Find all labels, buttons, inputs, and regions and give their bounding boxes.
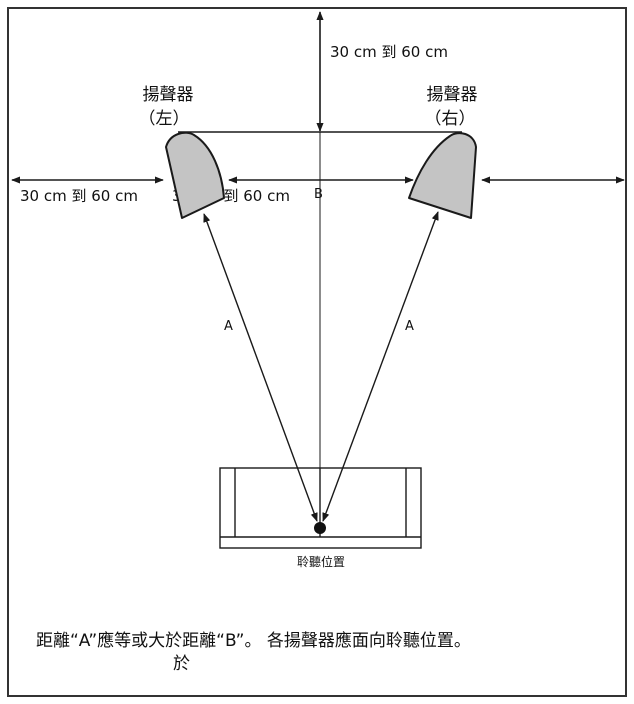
label-a-left: A xyxy=(224,319,233,334)
speaker-left-icon xyxy=(165,131,225,219)
sofa-icon xyxy=(219,467,422,549)
listener-dot-icon xyxy=(314,522,326,534)
speaker-right-name: 揚聲器 xyxy=(427,85,478,105)
speaker-right-icon xyxy=(408,132,477,219)
label-a-right: A xyxy=(405,319,414,334)
distance-a-right-arrow xyxy=(322,211,439,522)
speaker-right-side: （右） xyxy=(425,109,476,129)
listening-position-label: 聆聽位置 xyxy=(297,554,345,569)
room-frame xyxy=(7,7,627,697)
note-line-2: 於 xyxy=(173,654,190,674)
top-distance-label: 30 cm 到 60 cm xyxy=(330,43,448,61)
left-distance-label: 30 cm 到 60 cm xyxy=(20,187,138,205)
speaker-left-name: 揚聲器 xyxy=(143,85,194,105)
note-line-1: 距離“A”應等或大於距離“B”。 各揚聲器應面向聆聽位置。 xyxy=(36,630,471,651)
label-b: B xyxy=(314,187,323,202)
distance-a-left-arrow xyxy=(203,213,318,522)
speaker-left-side: （左） xyxy=(139,109,190,129)
